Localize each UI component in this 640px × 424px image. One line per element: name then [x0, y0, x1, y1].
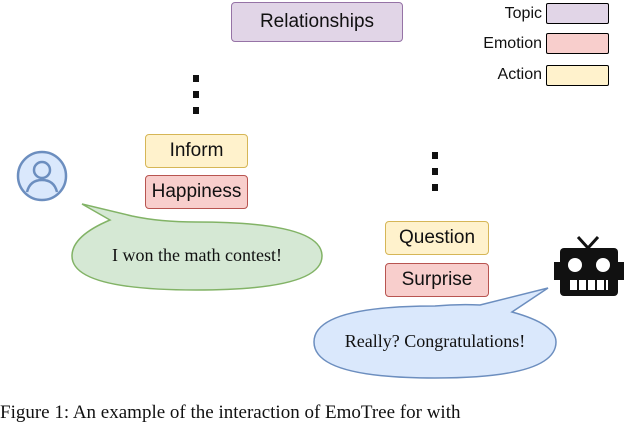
- topic-node-relationships: Relationships: [231, 2, 403, 42]
- ellipsis-topic: [193, 75, 199, 114]
- bot-action-label: Question: [398, 227, 476, 248]
- bot-utterance: Really? Congratulations!: [344, 331, 526, 351]
- user-speech-bubble: [71, 203, 323, 291]
- legend-label-emotion: Emotion: [483, 35, 542, 52]
- topic-label: Relationships: [259, 11, 375, 32]
- user-emotion-label: Happiness: [151, 181, 242, 202]
- bot-action-node: Question: [385, 221, 489, 255]
- user-action-node: Inform: [145, 134, 248, 168]
- legend-label-action: Action: [497, 66, 542, 83]
- robot-icon: [554, 235, 624, 296]
- bot-emotion-node: Surprise: [385, 263, 489, 297]
- legend-swatch-topic: [546, 3, 609, 24]
- user-utterance: I won the math contest!: [112, 245, 282, 265]
- legend-swatch-action: [546, 65, 609, 86]
- ellipsis-bot: [432, 152, 438, 191]
- user-action-label: Inform: [169, 140, 224, 161]
- legend-swatch-emotion: [546, 33, 609, 54]
- legend-label-topic: Topic: [504, 5, 542, 22]
- figure-caption: Figure 1: An example of the interaction …: [0, 402, 461, 423]
- bot-speech-bubble: [313, 287, 557, 379]
- user-emotion-node: Happiness: [145, 175, 248, 209]
- user-avatar-icon: [16, 150, 68, 202]
- bot-emotion-label: Surprise: [401, 269, 473, 290]
